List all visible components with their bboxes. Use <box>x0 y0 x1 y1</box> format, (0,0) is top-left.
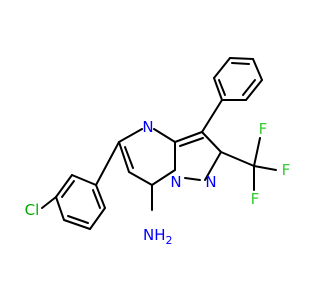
bonds <box>41 57 277 230</box>
atom-n1: N <box>205 173 216 191</box>
atom-f-right: F <box>282 161 291 179</box>
atom-n7a: N <box>170 173 181 191</box>
atom-f-bottom: F <box>251 190 260 208</box>
atom-f-top: F <box>259 120 268 138</box>
atom-nh2-main: NH <box>143 226 166 244</box>
atom-nh2: NH2 <box>143 226 173 247</box>
atom-nh2-subscript: 2 <box>166 234 173 247</box>
molecule-structure: N N N Cl F F F NH2 <box>25 57 291 247</box>
atom-cl: Cl <box>25 201 40 219</box>
atom-n4: N <box>142 118 153 136</box>
atom-labels: N N N Cl F F F NH2 <box>25 118 291 247</box>
